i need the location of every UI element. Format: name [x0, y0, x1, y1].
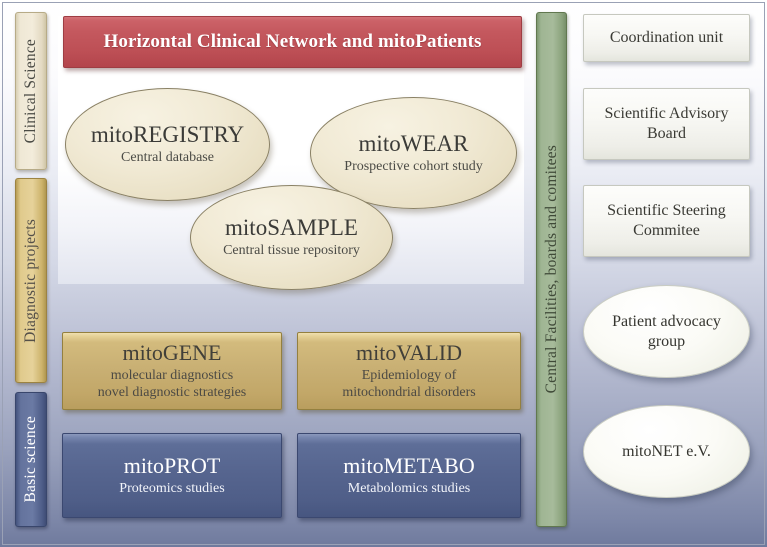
node-mitogene-subtitle-2: novel diagnostic strategies — [97, 384, 247, 400]
node-patient-advocacy-group-label: Patient advocacy group — [612, 312, 721, 350]
node-mitogene-subtitle-1: molecular diagnostics — [110, 367, 234, 383]
node-mitoprot-title: mitoPROT — [123, 453, 221, 479]
node-mitometabo-title: mitoMETABO — [343, 453, 475, 479]
axis-label-diagnostic-projects-text: Diagnostic projects — [22, 218, 39, 343]
node-patient-advocacy-group: Patient advocacy group — [583, 285, 750, 378]
node-mitoregistry: mitoREGISTRY Central database — [65, 88, 270, 201]
node-mitovalid-subtitle-2: mitochondrial disorders — [342, 384, 476, 400]
node-mitometabo-subtitle: Metabolomics studies — [347, 480, 471, 496]
node-mitosample: mitoSAMPLE Central tissue repository — [190, 185, 393, 290]
banner-horizontal-clinical-network: Horizontal Clinical Network and mitoPati… — [63, 16, 522, 68]
node-mitonet-ev-label: mitoNET e.V. — [622, 442, 711, 460]
node-scientific-steering-commitee: Scientific Steering Commitee — [583, 185, 750, 257]
axis-label-clinical-science: Clinical Science — [15, 12, 47, 170]
axis-label-basic-science-text: Basic science — [22, 416, 39, 503]
node-mitogene-title: mitoGENE — [122, 340, 222, 366]
node-mitoregistry-title: mitoREGISTRY — [90, 122, 245, 148]
node-mitosample-subtitle: Central tissue repository — [223, 243, 360, 259]
axis-label-central-facilities-text: Central Facilities, boards and comitees — [542, 145, 560, 394]
axis-label-clinical-science-text: Clinical Science — [22, 38, 39, 144]
node-scientific-advisory-board-label: Scientific Advisory Board — [604, 105, 729, 142]
node-coordination-unit-label: Coordination unit — [609, 29, 724, 46]
node-mitoprot-subtitle: Proteomics studies — [119, 480, 225, 496]
axis-label-diagnostic-projects: Diagnostic projects — [15, 178, 47, 383]
node-mitovalid-subtitle-1: Epidemiology of — [361, 367, 457, 383]
axis-label-basic-science: Basic science — [15, 392, 47, 527]
node-mitowear: mitoWEAR Prospective cohort study — [310, 97, 517, 209]
node-mitowear-subtitle: Prospective cohort study — [344, 158, 483, 174]
banner-label: Horizontal Clinical Network and mitoPati… — [103, 31, 482, 52]
node-mitoregistry-subtitle: Central database — [121, 150, 214, 166]
node-mitovalid-title: mitoVALID — [356, 340, 462, 366]
node-scientific-steering-commitee-label: Scientific Steering Commitee — [607, 202, 726, 239]
axis-label-central-facilities: Central Facilities, boards and comitees — [536, 12, 567, 527]
node-mitometabo: mitoMETABO Metabolomics studies — [297, 433, 521, 518]
node-mitogene: mitoGENE molecular diagnostics novel dia… — [62, 332, 282, 410]
node-mitoprot: mitoPROT Proteomics studies — [62, 433, 282, 518]
node-scientific-advisory-board: Scientific Advisory Board — [583, 88, 750, 160]
node-mitonet-ev: mitoNET e.V. — [583, 405, 750, 498]
node-coordination-unit: Coordination unit — [583, 14, 750, 62]
node-mitowear-title: mitoWEAR — [358, 130, 469, 156]
node-mitosample-title: mitoSAMPLE — [225, 215, 358, 241]
node-mitovalid: mitoVALID Epidemiology of mitochondrial … — [297, 332, 521, 410]
